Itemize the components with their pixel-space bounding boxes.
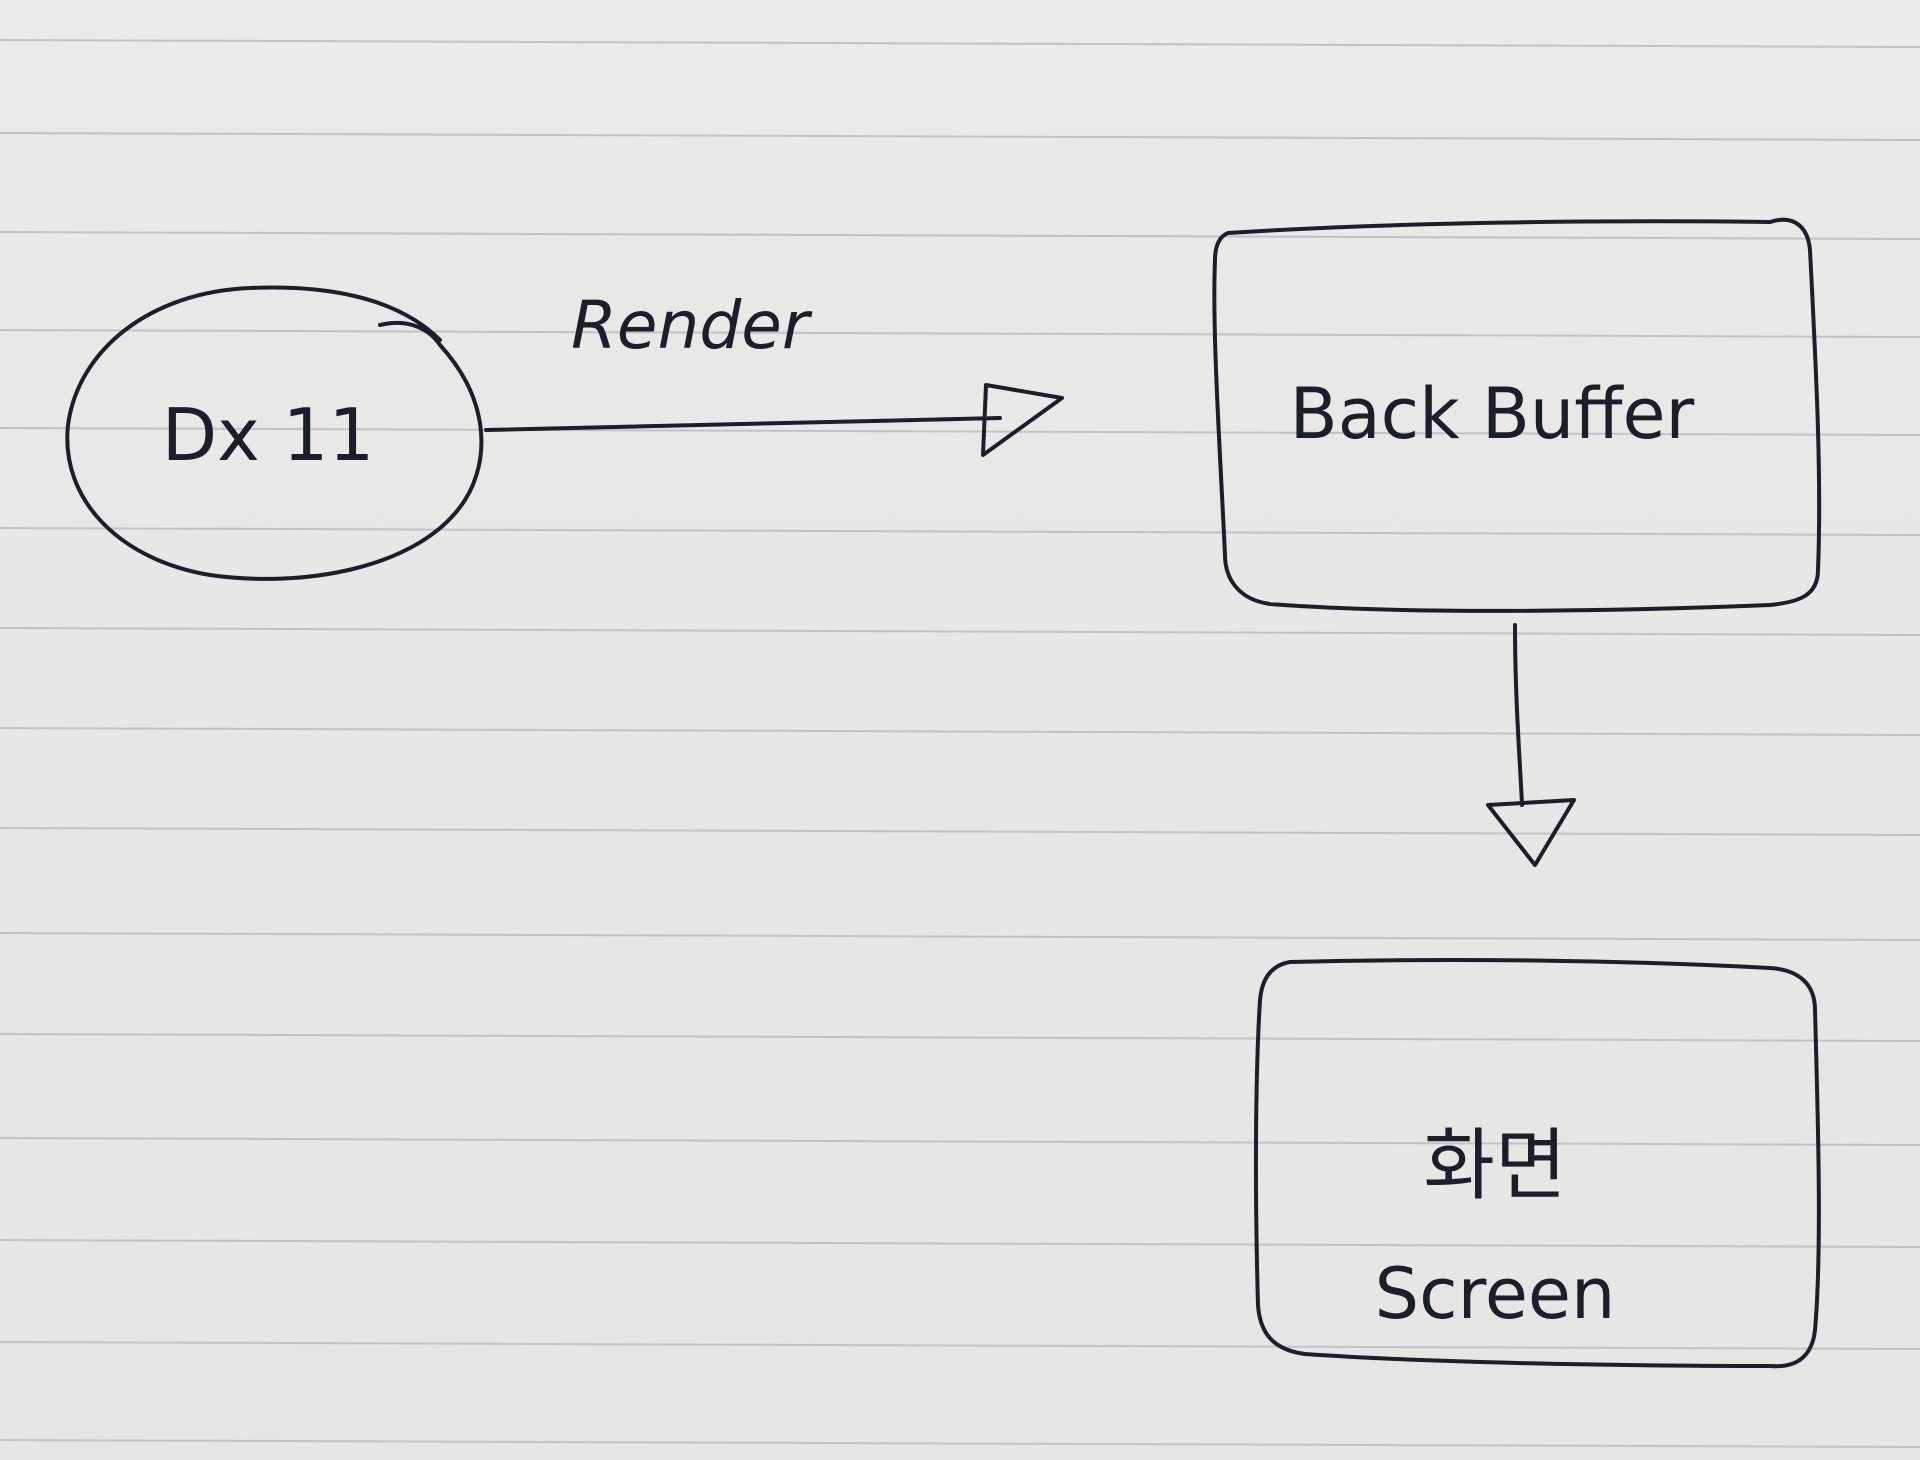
- node-screen: 화면 Screen: [1253, 958, 1821, 1369]
- node-back-buffer-label: Back Buffer: [1290, 373, 1695, 455]
- edge-render-arrowhead: [981, 383, 1064, 457]
- node-screen-label: Screen: [1375, 1253, 1616, 1335]
- ruled-lines: [0, 39, 1920, 1448]
- edge-render-line: [484, 416, 1002, 432]
- edge-render-label: Render: [571, 287, 813, 364]
- node-dx11-label: Dx 11: [162, 393, 375, 477]
- node-screen-box: [1253, 958, 1821, 1369]
- node-back-buffer: Back Buffer: [1212, 217, 1822, 613]
- node-screen-korean-label: 화면: [1423, 1121, 1567, 1211]
- node-dx11: Dx 11: [65, 285, 484, 581]
- node-dx11-ellipse: [65, 285, 484, 581]
- edge-to-screen-arrowhead: [1486, 798, 1576, 867]
- edge-to-screen: [1486, 623, 1576, 867]
- edge-to-screen-line: [1513, 623, 1524, 807]
- edge-render: Render: [484, 287, 1064, 457]
- node-back-buffer-box: [1212, 217, 1822, 613]
